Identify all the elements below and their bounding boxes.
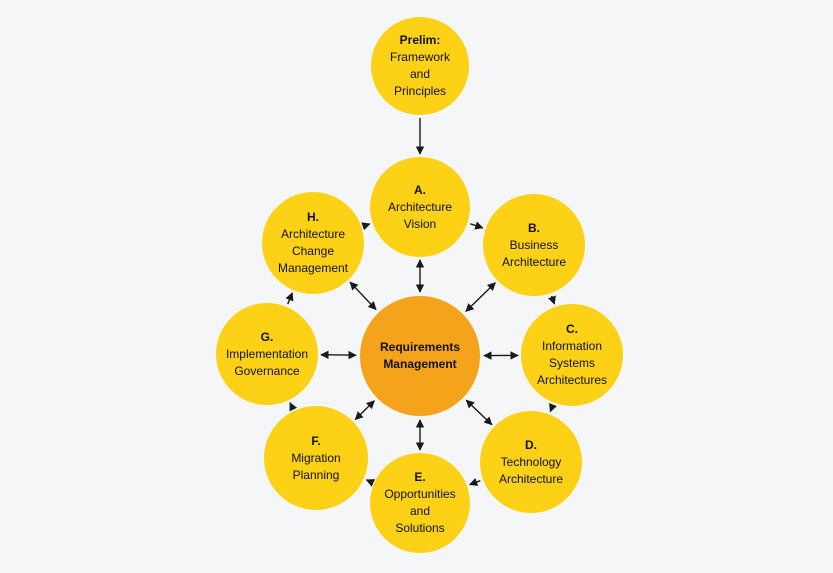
node-requirements-management: Requirements Management bbox=[360, 296, 480, 416]
node-f-migration-planning: F. Migration Planning bbox=[264, 406, 368, 510]
flow-arrow-h-to-a bbox=[361, 222, 371, 231]
bidirectional-arrow-center-g bbox=[320, 350, 357, 360]
node-f-line-1: Migration bbox=[291, 450, 341, 465]
node-a-architecture-vision: A. Architecture Vision bbox=[370, 157, 470, 257]
node-b-business-architecture: B. Business Architecture bbox=[483, 194, 585, 296]
node-a-line-1: Architecture bbox=[387, 199, 453, 214]
node-prelim: Prelim: Framework and Principles bbox=[371, 17, 469, 115]
flow-arrow-e-to-f bbox=[365, 479, 376, 487]
node-prelim-line-1: Framework bbox=[389, 50, 450, 64]
bidirectional-arrow-center-f bbox=[354, 400, 375, 421]
node-b-code: B. bbox=[528, 220, 540, 235]
flow-arrow-d-to-e bbox=[468, 478, 481, 486]
bidirectional-arrow-center-b bbox=[465, 282, 496, 312]
node-f-code: F. bbox=[311, 433, 321, 448]
node-h-line-3: Management bbox=[277, 261, 349, 275]
flow-arrow-f-to-g bbox=[289, 402, 298, 412]
node-e-line-2: and bbox=[409, 504, 431, 518]
flow-arrow-c-to-d bbox=[549, 403, 557, 413]
node-h-code: H. bbox=[307, 210, 319, 224]
node-e-line-3: Solutions bbox=[395, 521, 445, 535]
bidirectional-arrow-center-d bbox=[465, 399, 493, 426]
node-c-information-systems-architectures: C. Information Systems Architectures bbox=[521, 304, 623, 406]
node-g-code: G. bbox=[260, 329, 274, 344]
node-a-line-2: Vision bbox=[403, 216, 437, 231]
node-h-line-1: Architecture bbox=[280, 227, 346, 241]
node-h-architecture-change-management: H. Architecture Change Management bbox=[262, 192, 364, 294]
node-d-line-2: Architecture bbox=[498, 471, 564, 486]
node-d-technology-architecture: D. Technology Architecture bbox=[480, 411, 582, 513]
node-prelim-line-2: and bbox=[409, 67, 431, 81]
flow-arrow-g-to-h bbox=[285, 292, 294, 305]
node-g-line-2: Governance bbox=[234, 363, 300, 378]
node-b-line-1: Business bbox=[509, 237, 559, 252]
node-d-code: D. bbox=[525, 437, 537, 452]
node-b-line-2: Architecture bbox=[501, 254, 567, 269]
node-c-line-3: Architectures bbox=[536, 373, 608, 387]
node-e-opportunities-and-solutions: E. Opportunities and Solutions bbox=[370, 453, 470, 553]
node-c-line-1: Information bbox=[541, 339, 603, 353]
node-f-line-2: Planning bbox=[292, 467, 340, 482]
node-prelim-code: Prelim: bbox=[399, 33, 441, 47]
node-g-implementation-governance: G. Implementation Governance bbox=[216, 303, 318, 405]
bidirectional-arrow-center-h bbox=[349, 281, 377, 311]
node-c-line-2: Systems bbox=[548, 356, 595, 370]
flow-arrow-b-to-c bbox=[547, 295, 556, 305]
node-g-line-1: Implementation bbox=[225, 346, 309, 361]
node-c-code: C. bbox=[566, 322, 578, 336]
node-prelim-line-3: Principles bbox=[393, 84, 447, 98]
node-e-code: E. bbox=[414, 470, 426, 484]
node-h-line-2: Change bbox=[291, 244, 335, 258]
node-e-line-1: Opportunities bbox=[384, 487, 456, 501]
node-d-line-1: Technology bbox=[500, 454, 562, 469]
node-center-line-1: Requirements bbox=[379, 340, 461, 354]
node-a-code: A. bbox=[414, 182, 426, 197]
flow-arrow-a-to-b bbox=[470, 221, 484, 230]
node-center-line-2: Management bbox=[383, 357, 457, 371]
